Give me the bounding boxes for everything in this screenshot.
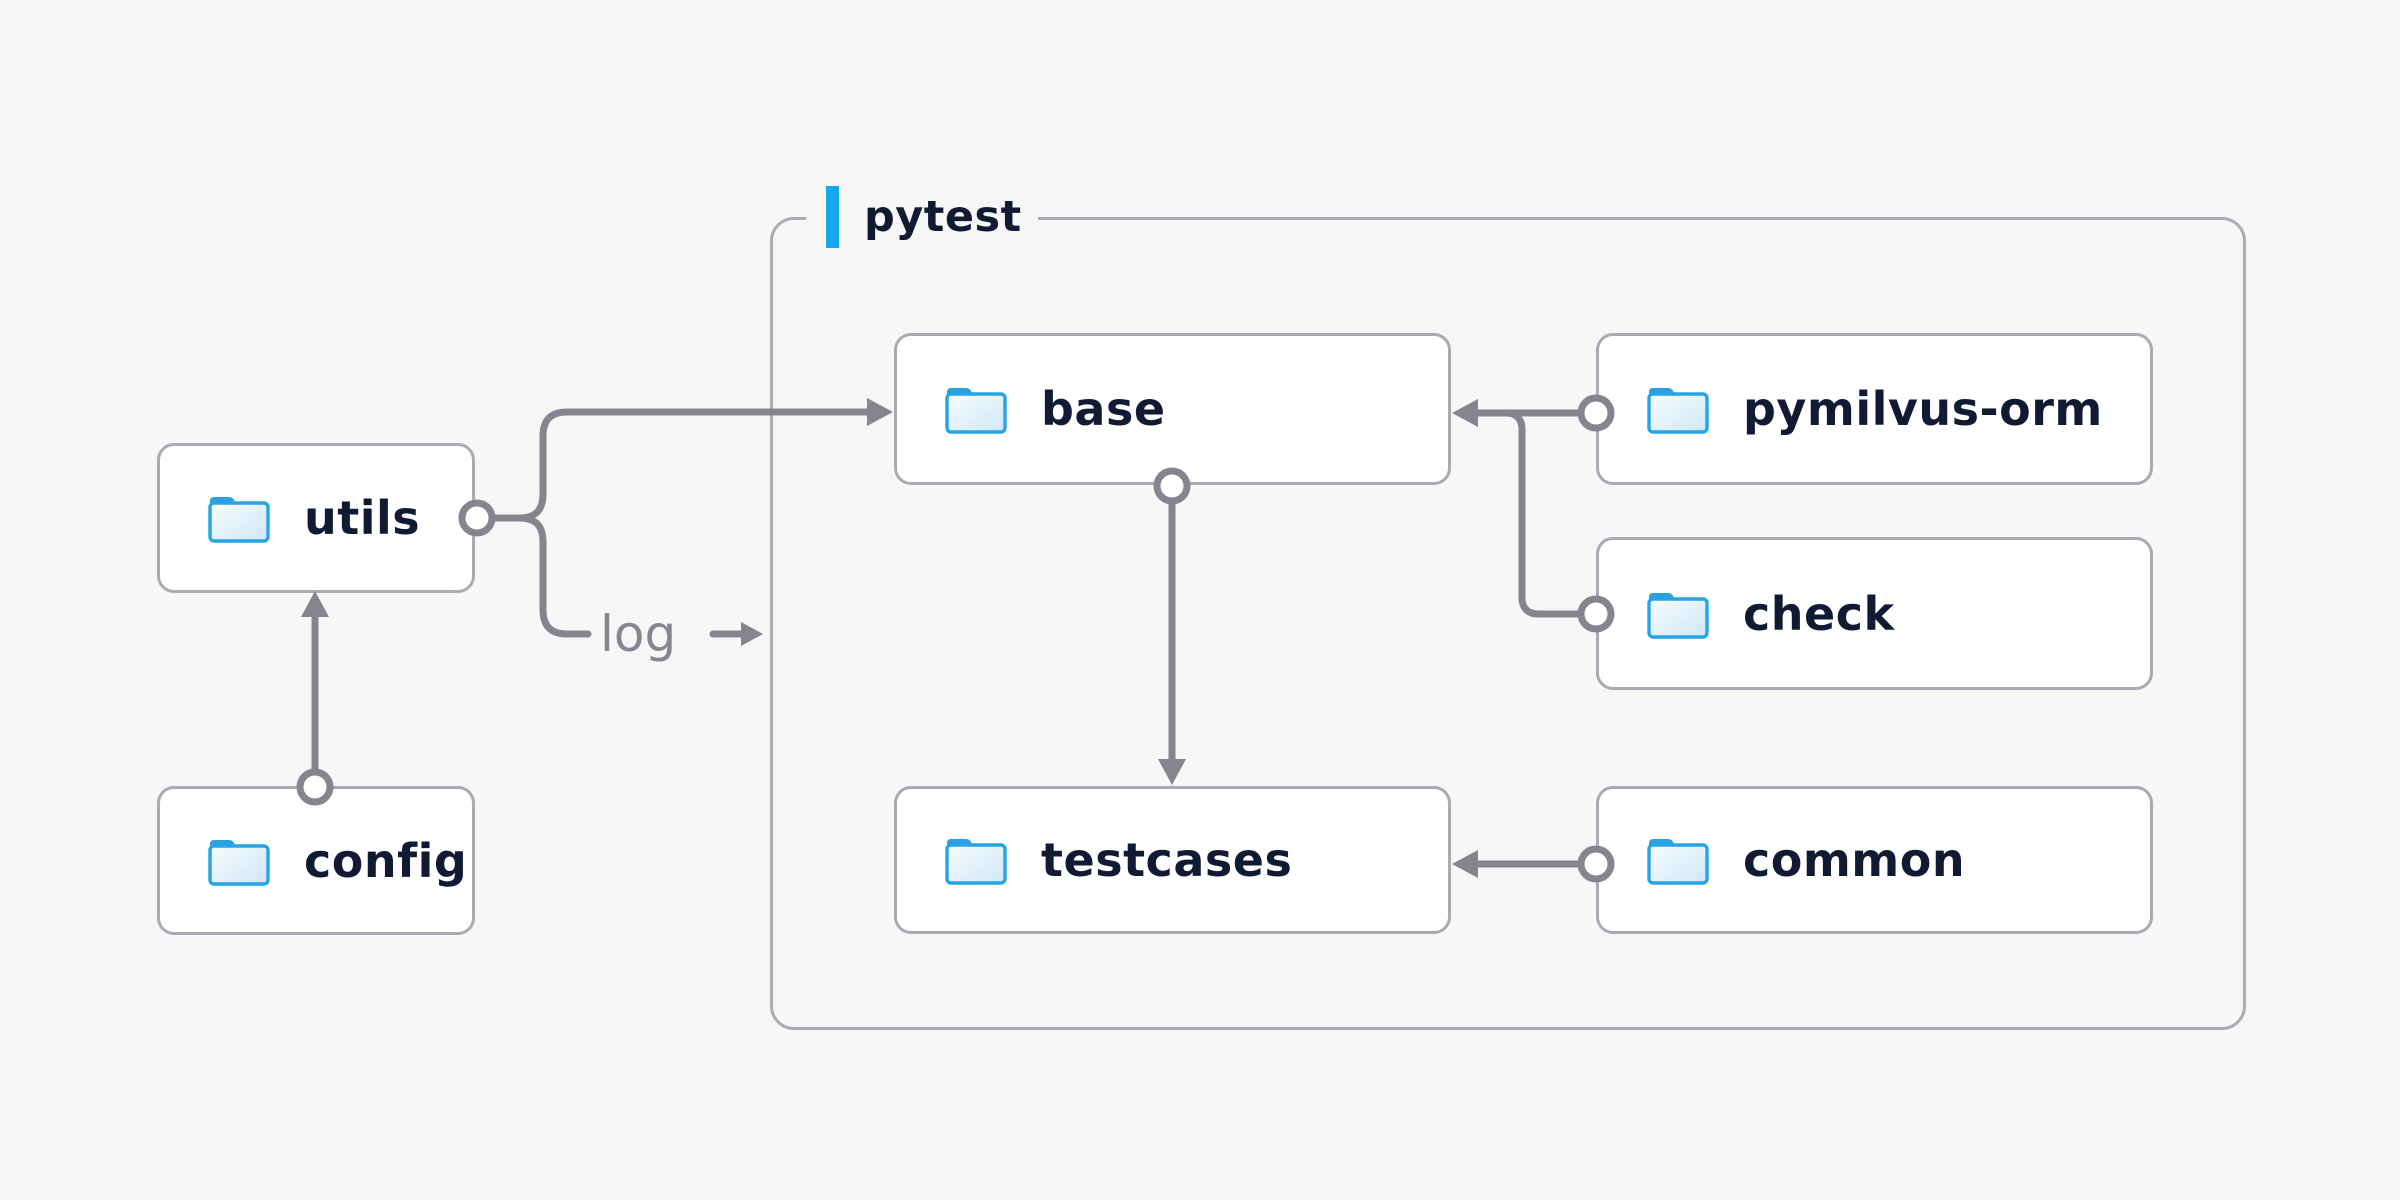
node-utils: utils bbox=[157, 443, 475, 593]
node-label: check bbox=[1743, 586, 1895, 641]
folder-icon bbox=[1647, 839, 1709, 885]
node-config: config bbox=[157, 786, 475, 935]
edge-config-to-utils bbox=[296, 591, 334, 806]
node-pymilvus-orm: pymilvus-orm bbox=[1596, 333, 2153, 485]
node-label: config bbox=[304, 833, 468, 888]
pytest-group-container bbox=[770, 217, 2246, 1030]
node-testcases: testcases bbox=[894, 786, 1451, 934]
node-check: check bbox=[1596, 537, 2153, 690]
node-label: testcases bbox=[1041, 833, 1293, 887]
folder-icon bbox=[945, 839, 1007, 885]
node-base: base bbox=[894, 333, 1451, 485]
folder-icon bbox=[208, 839, 270, 886]
folder-icon bbox=[1647, 388, 1709, 434]
folder-icon bbox=[945, 388, 1007, 434]
accent-bar-icon bbox=[826, 186, 839, 248]
node-common: common bbox=[1596, 786, 2153, 934]
node-label: utils bbox=[304, 491, 421, 545]
node-label: base bbox=[1041, 382, 1166, 436]
group-title: pytest bbox=[864, 192, 1022, 242]
folder-icon bbox=[208, 497, 270, 543]
node-label: pymilvus-orm bbox=[1743, 382, 2103, 436]
pytest-group-label: pytest bbox=[806, 184, 1038, 250]
edge-label-log: log bbox=[600, 605, 677, 663]
node-label: common bbox=[1743, 833, 1966, 887]
folder-icon bbox=[1647, 592, 1709, 639]
